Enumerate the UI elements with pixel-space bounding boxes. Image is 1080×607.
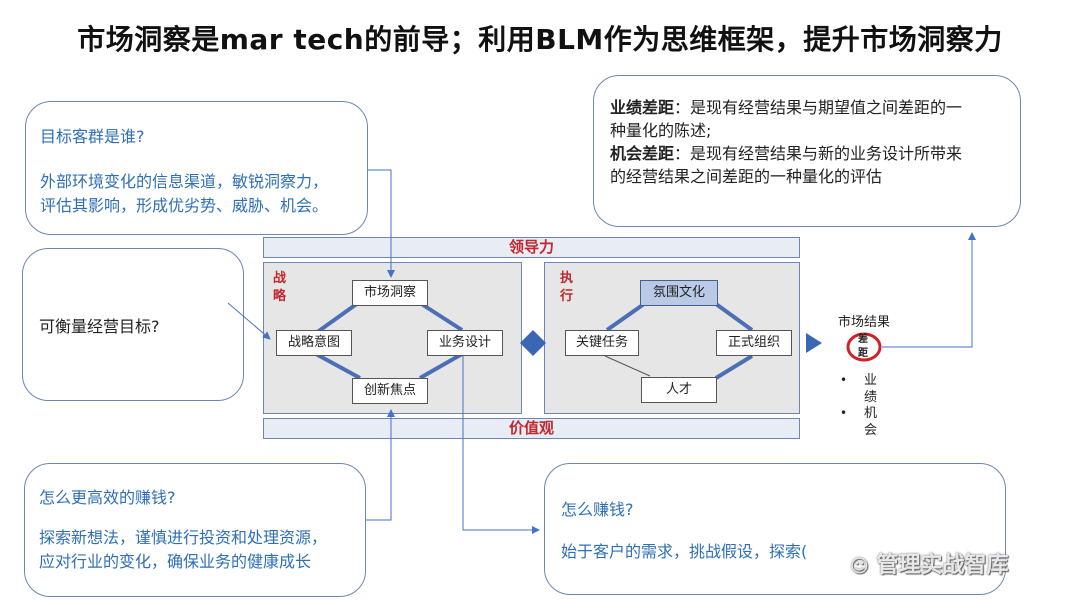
- gap-definition-line: 的经营结果之间差距的一种量化的评估: [610, 167, 883, 186]
- callout-body-line: 探索新想法，谨慎进行投资和处理资源，: [39, 528, 328, 547]
- callout-arrows: [227, 169, 976, 534]
- node-market-insight: 市场洞察: [352, 280, 428, 306]
- callout-how-to-profit: 怎么赚钱? 始于客户的需求，挑战假设，探索(: [544, 463, 1006, 595]
- node-strategic-intent: 战略意图: [276, 330, 352, 356]
- callout-body: 始于客户的需求，挑战假设，探索(: [561, 542, 808, 561]
- gap-item-opportunity: 机会: [864, 406, 878, 438]
- market-result-label: 市场结果: [838, 315, 891, 330]
- watermark: ☺ 管理实战智库: [850, 547, 1008, 579]
- bullet-dot: •: [840, 406, 848, 420]
- node-talent: 人才: [641, 377, 717, 403]
- page-title: 市场洞察是mar tech的前导；利用BLM作为思维框架，提升市场洞察力: [77, 23, 1003, 56]
- strategy-links: [314, 301, 464, 380]
- callout-question: 怎么更高效的赚钱?: [39, 488, 176, 507]
- center-diamond: [520, 330, 546, 356]
- strategy-label: 战略: [273, 271, 287, 304]
- leadership-band: 领导力: [263, 237, 800, 258]
- gap-label: 差距: [858, 334, 868, 359]
- callout-question: 目标客群是谁?: [40, 127, 145, 146]
- node-key-tasks: 关键任务: [565, 330, 639, 356]
- callout-body-line: 应对行业的变化，确保业务的健康成长: [39, 552, 312, 571]
- callout-body-line: 评估其影响，形成优劣势、威胁、机会。: [40, 196, 329, 215]
- callout-body-line: 外部环境变化的信息渠道，敏锐洞察力，: [40, 172, 329, 191]
- values-band: 价值观: [263, 418, 800, 439]
- bullet-dot: •: [840, 373, 848, 387]
- callout-efficient-profit: 怎么更高效的赚钱? 探索新想法，谨慎进行投资和处理资源， 应对行业的变化，确保业…: [24, 463, 366, 597]
- term-opportunity-gap: 机会差距: [610, 144, 675, 163]
- gap-definition-line: 种量化的陈述;: [610, 121, 712, 140]
- callout-measurable-goal: 可衡量经营目标?: [22, 248, 244, 401]
- output-triangle: [806, 333, 822, 353]
- task-talent-link: [604, 355, 651, 377]
- execution-label: 执行: [560, 271, 574, 304]
- node-innovation-focus: 创新焦点: [352, 378, 428, 404]
- gap-item-performance: 业绩: [864, 373, 878, 405]
- execution-links: [605, 302, 754, 380]
- callout-target-customer: 目标客群是谁? 外部环境变化的信息渠道，敏锐洞察力， 评估其影响，形成优劣势、威…: [25, 101, 368, 235]
- node-formal-org: 正式组织: [716, 330, 792, 356]
- callout-question: 怎么赚钱?: [561, 500, 634, 519]
- gap-circle: [846, 332, 882, 362]
- term-performance-gap: 业绩差距: [610, 98, 675, 117]
- gap-definition-line: 业绩差距：是现有经营结果与期望值之间差距的一: [610, 98, 963, 117]
- callout-question: 可衡量经营目标?: [39, 317, 160, 336]
- node-business-design: 业务设计: [427, 330, 503, 356]
- wechat-icon: ☺: [850, 556, 869, 577]
- callout-gap-definitions: 业绩差距：是现有经营结果与期望值之间差距的一 种量化的陈述; 机会差距：是现有经…: [593, 75, 1021, 227]
- gap-definition-line: 机会差距：是现有经营结果与新的业务设计所带来: [610, 144, 963, 163]
- node-climate-culture: 氛围文化: [640, 280, 718, 306]
- watermark-text: 管理实战智库: [876, 553, 1009, 578]
